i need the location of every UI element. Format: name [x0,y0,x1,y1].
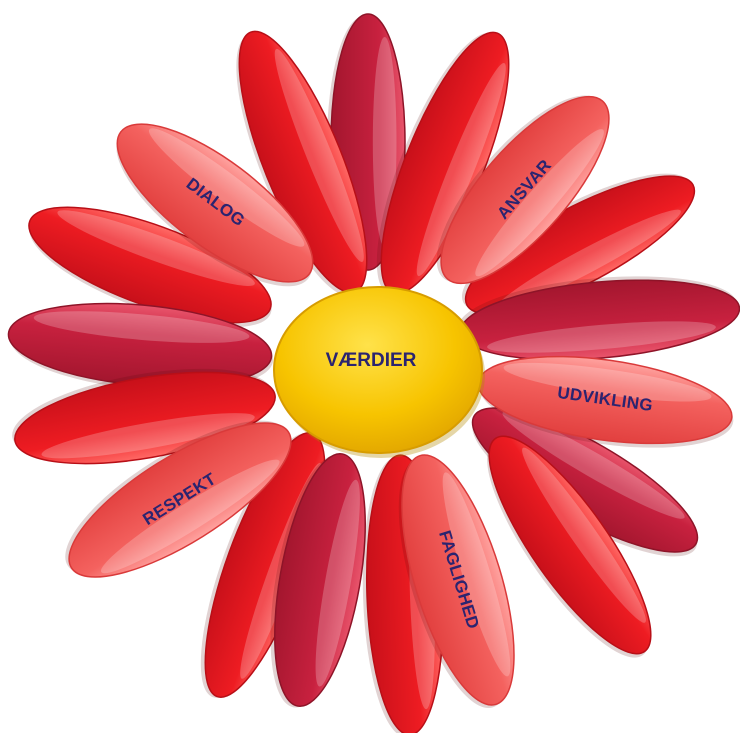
center-label: VÆRDIER [326,350,417,371]
